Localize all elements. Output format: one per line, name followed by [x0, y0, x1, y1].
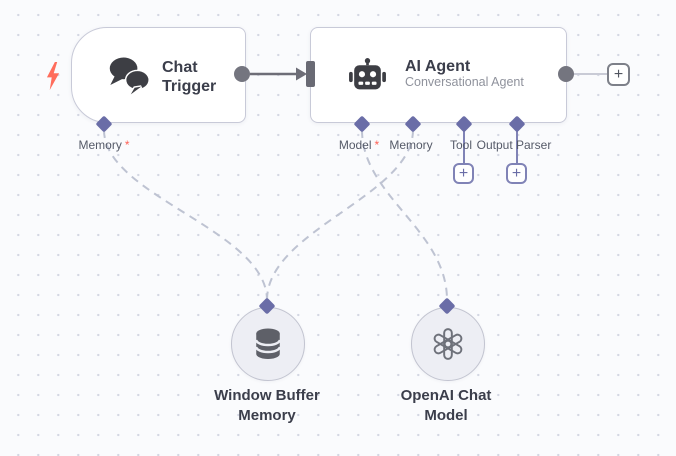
- port-label-tool: Tool: [450, 138, 472, 152]
- agent-output-port[interactable]: [558, 66, 574, 82]
- plus-icon: +: [511, 164, 522, 182]
- chat-bubbles-icon: [109, 57, 149, 95]
- add-output-parser-button[interactable]: +: [506, 163, 527, 184]
- port-label-text: Output Parser: [476, 138, 552, 152]
- lightning-bolt-icon: [46, 62, 60, 90]
- port-label-text: Model: [338, 138, 372, 152]
- add-node-button[interactable]: +: [607, 63, 630, 86]
- node-title: Chat Trigger: [162, 59, 217, 95]
- port-label-memory: Memory: [389, 138, 432, 152]
- port-label-text: Memory: [389, 138, 433, 152]
- agent-input-port[interactable]: [306, 61, 315, 87]
- node-openai-chat-model[interactable]: [411, 307, 485, 381]
- add-tool-button[interactable]: +: [453, 163, 474, 184]
- node-title: OpenAI Chat Model: [400, 387, 492, 424]
- port-label-model: Model*: [339, 138, 379, 152]
- port-label-text: Tool: [449, 138, 473, 152]
- wire-agent-memory: [266, 129, 414, 301]
- plus-icon: +: [613, 65, 624, 83]
- node-chat-trigger[interactable]: Chat Trigger: [71, 27, 246, 123]
- port-label-text: Memory: [78, 138, 122, 152]
- trigger-output-port[interactable]: [234, 66, 250, 82]
- plus-icon: +: [458, 164, 469, 182]
- node-subtitle: Conversational Agent: [405, 75, 524, 89]
- node-ai-agent[interactable]: AI Agent Conversational Agent: [310, 27, 567, 123]
- node-title: Window Buffer Memory: [214, 387, 320, 424]
- required-asterisk: *: [374, 138, 380, 152]
- port-label-output-parser: Output Parser: [477, 138, 552, 152]
- port-label-trigger-memory: Memory*: [78, 138, 129, 152]
- node-window-buffer-memory[interactable]: [231, 307, 305, 381]
- required-asterisk: *: [124, 138, 130, 152]
- node-title: AI Agent: [405, 58, 471, 75]
- wire-trigger-memory: [103, 129, 268, 301]
- database-icon: [255, 328, 281, 360]
- openai-logo-icon: [433, 328, 463, 360]
- robot-icon: [349, 58, 386, 90]
- wire-agent-model: [361, 129, 448, 301]
